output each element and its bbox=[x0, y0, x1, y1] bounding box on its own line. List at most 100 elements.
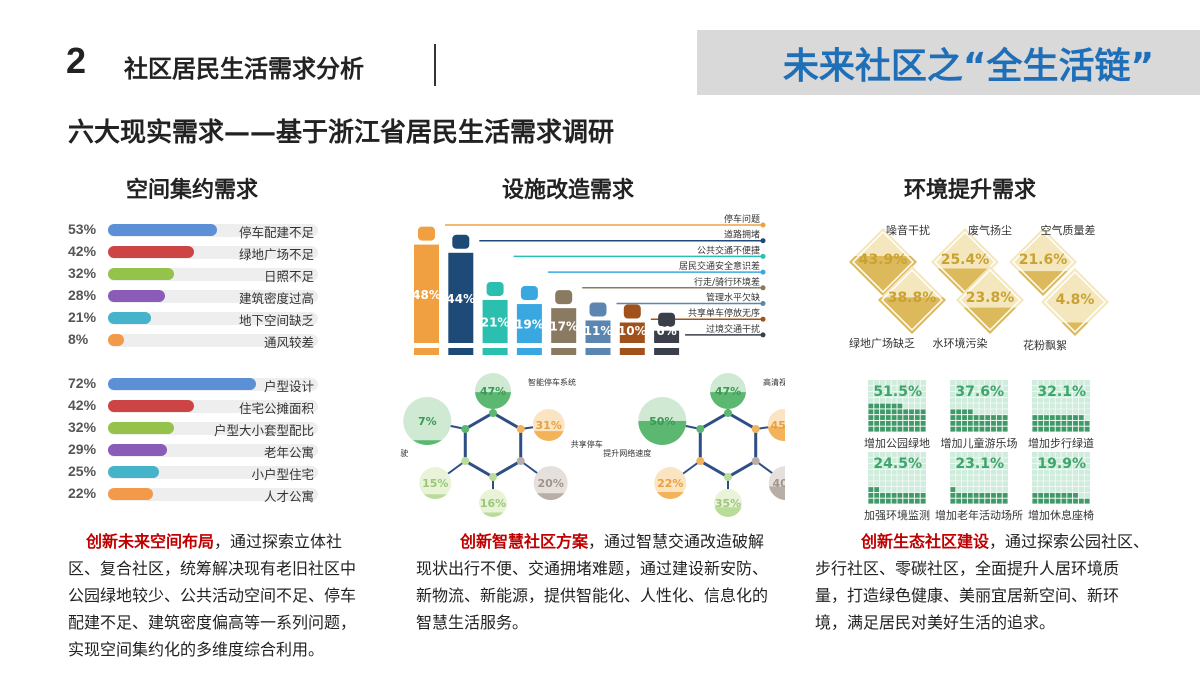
grid-cell bbox=[1002, 492, 1008, 498]
grid-cell bbox=[967, 420, 973, 426]
circle-pct: 7% bbox=[418, 415, 437, 428]
percent-circle-fill bbox=[537, 493, 565, 500]
bar-fill bbox=[108, 422, 174, 434]
car-icon bbox=[418, 226, 435, 241]
bicycle-icon bbox=[623, 304, 641, 319]
grid-indicator: 37.6%增加儿童游乐场 bbox=[941, 380, 1018, 450]
grid-label: 加强环境监测 bbox=[864, 508, 930, 522]
grid-indicator: 24.5% 加强环境监测 bbox=[864, 452, 930, 522]
bar-fill bbox=[108, 290, 166, 302]
grid-cell bbox=[973, 415, 979, 420]
leader-dot bbox=[760, 253, 766, 259]
leader-dot bbox=[760, 316, 766, 322]
bar-base bbox=[585, 348, 611, 355]
grid-cell bbox=[914, 498, 920, 504]
bar-label: 绿地广场不足 bbox=[238, 247, 314, 262]
grid-cell bbox=[868, 415, 874, 420]
grid-cell bbox=[973, 492, 979, 498]
node-dot bbox=[516, 425, 525, 433]
grid-cell bbox=[962, 420, 967, 426]
grid-cell bbox=[1073, 415, 1078, 420]
diamond-fill bbox=[963, 307, 1017, 334]
diamond-indicator: 21.6%空气质量差 bbox=[1009, 223, 1096, 296]
grid-cell bbox=[996, 492, 1002, 498]
grid-cell bbox=[897, 420, 903, 426]
body-environment: ，通过探索公园社区、步行社区、零碳社区，全面提升人居环境质量，打造绿色健康、美丽… bbox=[815, 532, 1150, 632]
circle-label: 物业代收送上门 bbox=[632, 521, 688, 522]
node-dot bbox=[489, 473, 497, 481]
grid-cell bbox=[950, 420, 956, 426]
grid-indicator: 51.5%增加公园绿地 bbox=[864, 380, 930, 450]
grid-cell bbox=[909, 498, 914, 504]
bar-track bbox=[108, 466, 318, 479]
percent-circle-fill bbox=[533, 431, 564, 441]
grid-cell bbox=[1002, 426, 1008, 432]
bar-row: 42%绿地广场不足 bbox=[68, 243, 320, 262]
grid-cell bbox=[1073, 420, 1078, 426]
bar-row: 25%小户型住宅 bbox=[68, 463, 320, 482]
bar-base bbox=[654, 348, 680, 355]
bar-fill bbox=[108, 466, 160, 478]
diamond-border bbox=[880, 268, 944, 332]
bar-label: 小户型住宅 bbox=[251, 467, 314, 482]
grid-cell bbox=[962, 426, 967, 432]
bicycle-icon bbox=[555, 290, 573, 305]
bar-pct: 53% bbox=[68, 221, 97, 237]
grid-cell bbox=[967, 409, 973, 415]
lead-facility: 创新智慧社区方案 bbox=[460, 532, 589, 551]
grid-cell bbox=[996, 498, 1002, 504]
heading-facility: 设施改造需求 bbox=[501, 178, 634, 203]
grid-cell bbox=[920, 426, 926, 432]
grid-cell bbox=[967, 426, 973, 432]
grid-cell bbox=[950, 426, 956, 432]
bar-label: 通风较差 bbox=[263, 335, 314, 350]
grid-cell bbox=[1044, 420, 1049, 426]
traffic-label: 管理水平欠缺 bbox=[706, 292, 760, 304]
bar-pct: 21% bbox=[68, 309, 97, 325]
grid-cell bbox=[885, 426, 891, 432]
grid-cell bbox=[973, 498, 979, 504]
grid-cell bbox=[1032, 415, 1038, 420]
percent-circle-fill bbox=[412, 440, 442, 445]
circle-pct: 16% bbox=[480, 497, 506, 510]
node-dot bbox=[516, 457, 525, 465]
smart-hex-diagrams: 47%智能停车系统31%共享停车20%立体交通16%共享出行平台15%社区巴士7… bbox=[400, 373, 785, 522]
grid-cell bbox=[1073, 498, 1078, 504]
grid-cell bbox=[996, 426, 1002, 432]
environment-charts: 43.9%噪音干扰25.4%废气扬尘21.6%空气质量差38.8%绿地广场缺乏2… bbox=[849, 223, 1109, 522]
circle-pct: 35% bbox=[715, 497, 741, 510]
diamond-pct: 23.8% bbox=[966, 290, 1015, 306]
grid-cell bbox=[973, 426, 979, 432]
bar-fill bbox=[108, 312, 152, 324]
grid-label: 增加公园绿地 bbox=[864, 436, 930, 450]
grid-cell bbox=[1032, 426, 1038, 432]
bar-row: 72%户型设计 bbox=[68, 375, 320, 394]
grid-cell bbox=[903, 415, 909, 420]
grid-cell bbox=[991, 498, 996, 504]
grid-cell bbox=[885, 492, 891, 498]
traffic-pct: 21% bbox=[481, 315, 510, 329]
grid-pct: 24.5% bbox=[873, 456, 922, 472]
circle-pct: 15% bbox=[422, 477, 448, 490]
grid-cell bbox=[962, 498, 967, 504]
traffic-label: 公共交通不便捷 bbox=[697, 244, 760, 256]
diamond-pct: 21.6% bbox=[1019, 252, 1068, 268]
grid-cell bbox=[891, 492, 897, 498]
circle-label: 增设智能快递柜 bbox=[770, 521, 785, 522]
bar-pct: 42% bbox=[68, 397, 97, 413]
grid-cell bbox=[956, 409, 962, 415]
grid-pct: 19.9% bbox=[1037, 456, 1086, 472]
grid-cell bbox=[880, 403, 885, 409]
grid-cell bbox=[874, 420, 880, 426]
grid-cell bbox=[880, 415, 885, 420]
grid-cell bbox=[967, 415, 973, 420]
grid-cell bbox=[1038, 492, 1044, 498]
traffic-pct: 10% bbox=[618, 324, 647, 338]
bar-base bbox=[551, 348, 577, 355]
bar-label: 日照不足 bbox=[263, 269, 314, 284]
bar-track bbox=[108, 312, 318, 325]
circle-label: 智能停车系统 bbox=[528, 377, 576, 387]
grid-cell bbox=[868, 409, 874, 415]
grid-cell bbox=[874, 426, 880, 432]
